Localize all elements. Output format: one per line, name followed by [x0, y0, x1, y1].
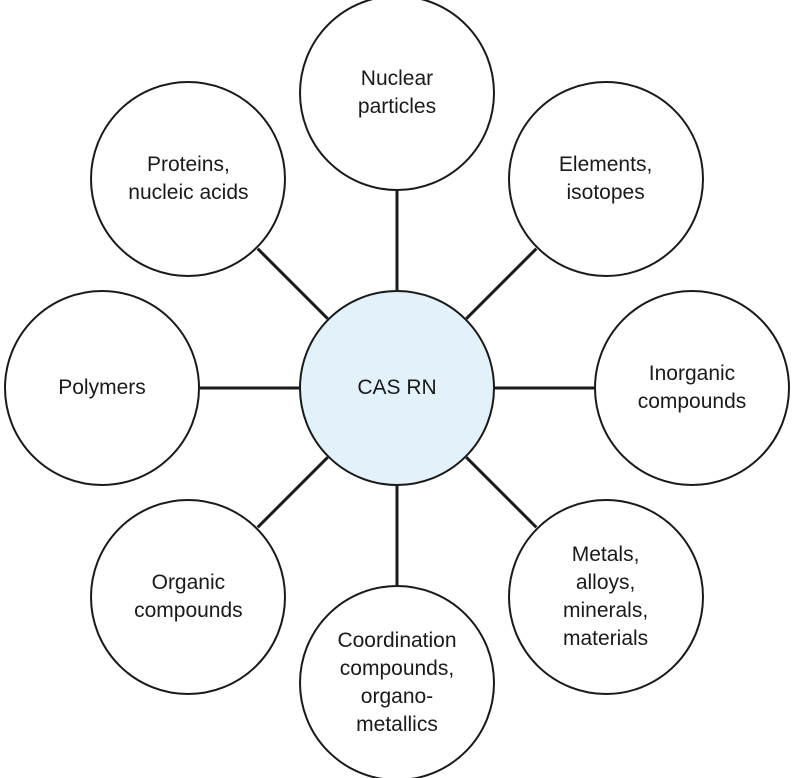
- node-coordination-compounds: Coordination compounds, organo- metallic…: [299, 585, 495, 778]
- node-proteins-nucleic-acids: Proteins, nucleic acids: [90, 81, 287, 278]
- node-nuclear-particles: Nuclear particles: [299, 0, 495, 191]
- node-label-metals-alloys: Metals, alloys, minerals, materials: [562, 542, 649, 650]
- connector-elements-isotopes: [465, 247, 538, 320]
- node-metals-alloys: Metals, alloys, minerals, materials: [507, 498, 704, 695]
- node-cas-rn: CAS RN: [299, 290, 495, 486]
- connector-proteins-nucleic-acids: [256, 247, 329, 320]
- node-label-nuclear-particles: Nuclear particles: [357, 67, 437, 118]
- node-label-polymers: Polymers: [58, 376, 146, 399]
- node-label-cas-rn: CAS RN: [357, 376, 437, 399]
- node-organic-compounds: Organic compounds: [90, 498, 287, 695]
- connector-metals-alloys: [465, 456, 538, 529]
- node-elements-isotopes: Elements, isotopes: [507, 81, 704, 278]
- node-label-organic-compounds: Organic compounds: [134, 570, 243, 622]
- node-polymers: Polymers: [4, 290, 200, 486]
- node-label-elements-isotopes: Elements, isotopes: [558, 153, 653, 205]
- node-label-coordination-compounds: Coordination compounds, organo- metallic…: [337, 629, 457, 736]
- node-inorganic-compounds: Inorganic compounds: [594, 290, 790, 486]
- connector-organic-compounds: [256, 456, 329, 529]
- node-label-inorganic-compounds: Inorganic compounds: [637, 362, 747, 413]
- node-label-proteins-nucleic-acids: Proteins, nucleic acids: [128, 153, 249, 205]
